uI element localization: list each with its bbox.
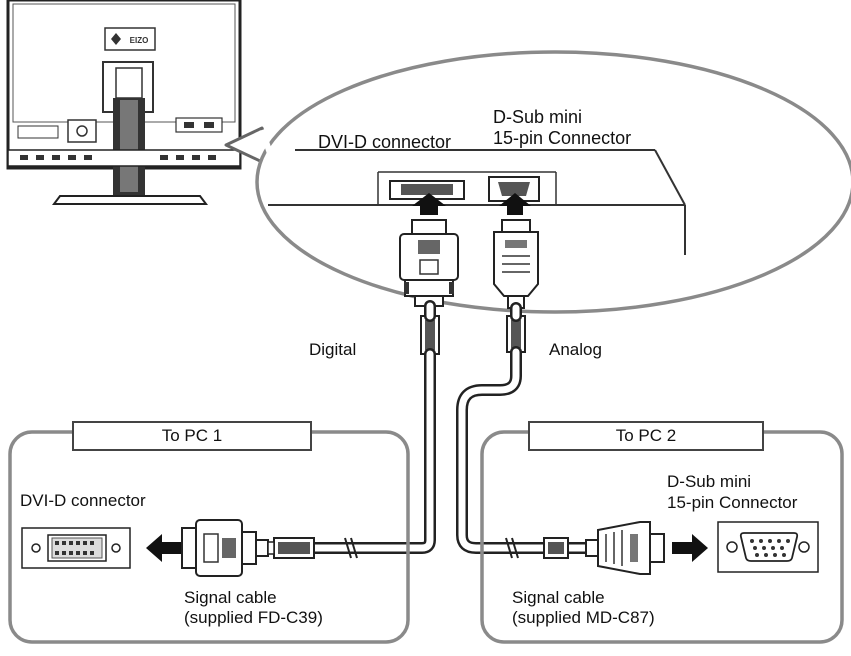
dsub-connector-label-top-2: 15-pin Connector [493, 128, 632, 148]
pc1-banner: To PC 1 [72, 421, 312, 451]
logo-icon [111, 33, 121, 45]
arrow-left-icon [146, 534, 182, 562]
cable1-label-2: (supplied FD-C39) [184, 608, 323, 627]
pc2-panel [480, 430, 844, 644]
dvi-connector-label-top: DVI-D connector [318, 132, 452, 152]
analog-label: Analog [549, 340, 602, 359]
pc2-connector-label-1: D-Sub mini [667, 472, 752, 491]
cable2-label-1: Signal cable [512, 588, 605, 607]
arrow-up-dvi-icon [412, 193, 446, 215]
stand-base [52, 195, 208, 205]
dvi-cable-plug-upper [399, 219, 459, 355]
pc2-connector-label-2: 15-pin Connector [667, 493, 798, 512]
arrow-right-icon [672, 534, 708, 562]
arrow-up-dsub-icon [499, 193, 531, 215]
dsub-connector-label-top-1: D-Sub mini [493, 107, 583, 127]
dvi-cable-plug-lower [181, 527, 197, 569]
pc1-panel [8, 430, 410, 644]
logo-text: EIZO [130, 36, 149, 45]
dsub-cable-plug-upper [493, 219, 539, 353]
digital-label: Digital [309, 340, 357, 359]
monitor-logo-plate [104, 27, 156, 51]
pc1-connector-label: DVI-D connector [20, 491, 146, 510]
pc2-banner: To PC 2 [528, 421, 764, 451]
cable2-label-2: (supplied MD-C87) [512, 608, 655, 627]
monitor-rear-illustration: EIZO [6, 0, 242, 205]
dsub-cable-plug-lower [585, 539, 599, 557]
cable1-label-1: Signal cable [184, 588, 277, 607]
pc2-dsub-port [717, 521, 819, 573]
signal-cables [254, 300, 594, 554]
monitor-port-area [175, 117, 223, 133]
